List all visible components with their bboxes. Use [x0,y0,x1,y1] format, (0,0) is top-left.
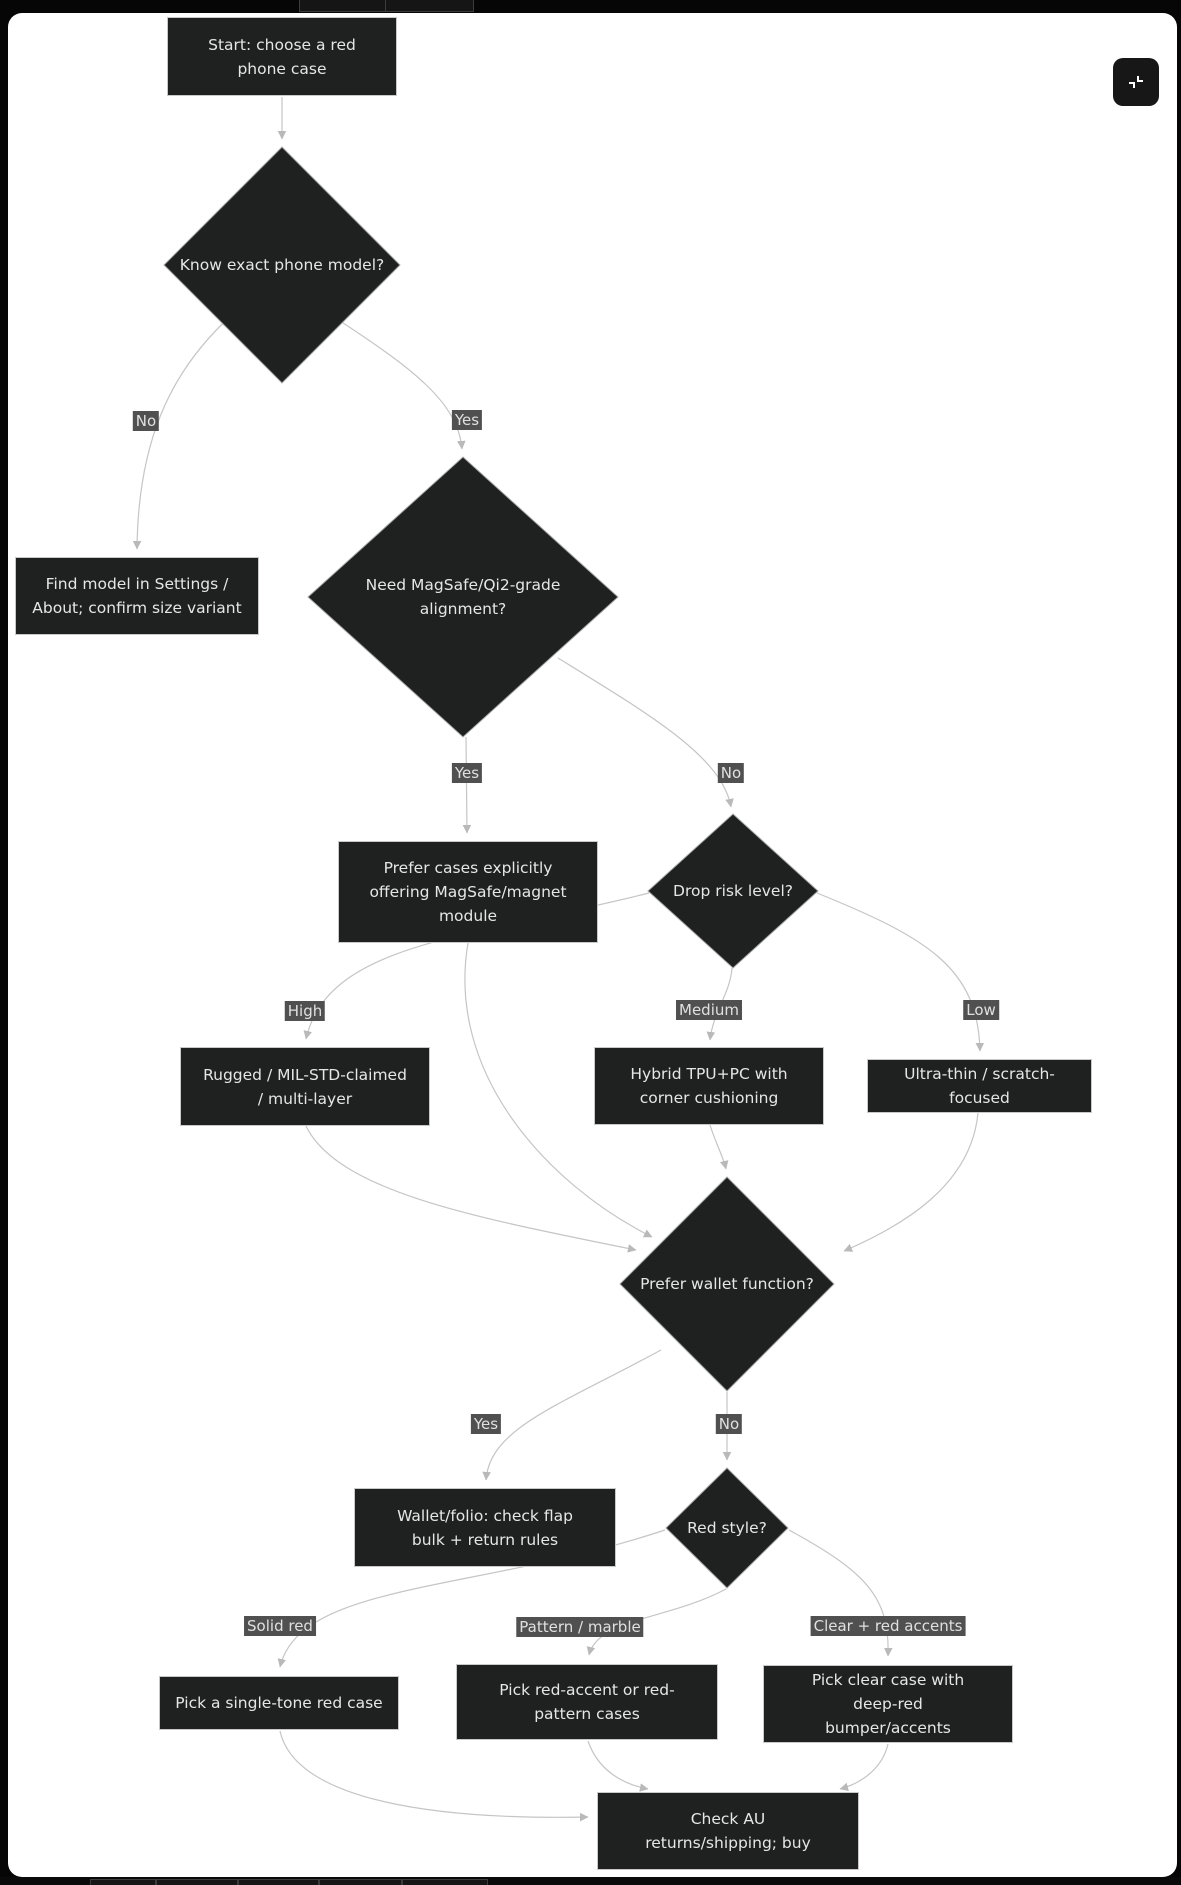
edge-label-no-3: No [715,1414,743,1434]
bottom-cropped-box [402,1879,488,1885]
decision-drop-risk-label: Drop risk level? [673,882,793,900]
bottom-cropped-box [238,1879,319,1885]
bottom-cropped-row [0,1877,1181,1885]
node-rugged: Rugged / MIL-STD-claimed / multi-layer [180,1047,430,1126]
edge-label-no-1: No [132,411,160,431]
edge-label-low: Low [963,1000,999,1020]
edge-label-yes-2: Yes [451,763,483,783]
top-cropped-tab-right[interactable] [385,0,474,12]
edge-label-yes-1: Yes [451,410,483,430]
edge-label-no-2: No [717,763,745,783]
edge-label-clear-red-accents: Clear + red accents [810,1616,966,1636]
node-buy: Check AU returns/shipping; buy [597,1792,859,1870]
node-start: Start: choose a red phone case [167,17,397,96]
node-pattern-pick: Pick red-accent or red-pattern cases [456,1664,718,1740]
decision-wallet-label: Prefer wallet function? [640,1275,814,1293]
node-prefer-magsafe: Prefer cases explicitly offering MagSafe… [338,841,598,943]
bottom-cropped-box [319,1879,402,1885]
decision-need-magsafe-label: Need MagSafe/Qi2-grade alignment? [365,576,561,618]
edge-label-yes-3: Yes [470,1414,502,1434]
fit-view-button[interactable] [1113,58,1159,106]
collapse-diagonal-icon [1129,76,1143,88]
edge-label-high: High [284,1001,326,1021]
node-solid-pick: Pick a single-tone red case [159,1676,399,1730]
node-find-model: Find model in Settings / About; confirm … [15,557,259,635]
decision-know-model-label: Know exact phone model? [179,256,385,274]
edge-label-solid-red: Solid red [244,1616,316,1636]
node-clear-pick: Pick clear case with deep-red bumper/acc… [763,1665,1013,1743]
top-cropped-tab-left[interactable] [299,0,386,12]
bottom-cropped-box [90,1879,156,1885]
node-hybrid: Hybrid TPU+PC with corner cushioning [594,1047,824,1125]
edge-label-medium: Medium [676,1000,742,1020]
decision-red-style-label: Red style? [687,1519,767,1537]
diagram-canvas[interactable] [8,13,1177,1877]
node-ultra-thin: Ultra-thin / scratch-focused [867,1059,1092,1113]
edge-label-pattern-marble: Pattern / marble [516,1617,644,1637]
node-wallet-folio: Wallet/folio: check flap bulk + return r… [354,1488,616,1567]
bottom-cropped-box [156,1879,238,1885]
